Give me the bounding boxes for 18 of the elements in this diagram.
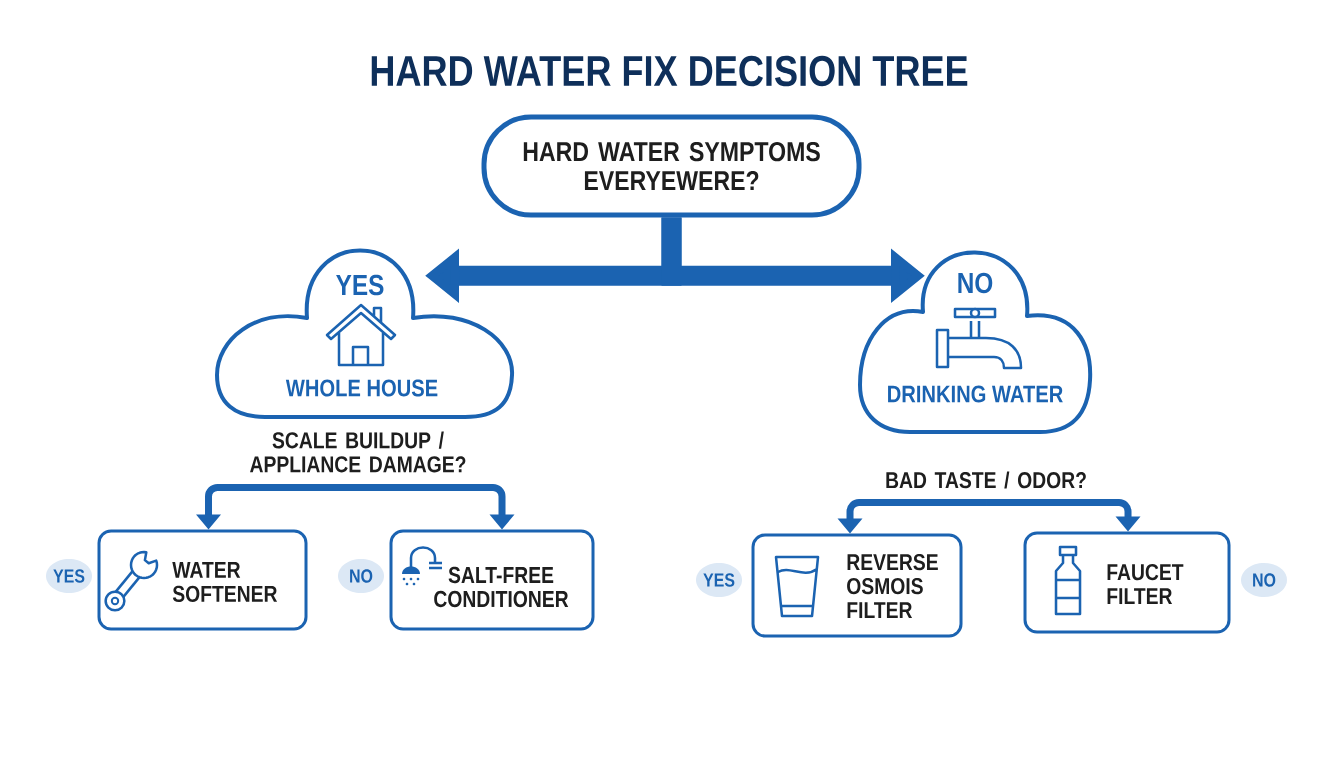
result-box: FAUCET FILTER	[1023, 531, 1231, 634]
node-label: WHOLE HOUSE	[285, 379, 438, 397]
result-box: REVERSE OSMOIS FILTER	[751, 533, 963, 638]
node-label: YES	[336, 274, 384, 296]
node-label: DRINKING WATER	[888, 385, 1063, 403]
result-box: SALT-FREE CONDITIONER	[389, 529, 595, 631]
answer-badge: YES	[696, 563, 742, 597]
answer-cloud: NO DRINKING WATER	[858, 250, 1093, 434]
result-box: WATER SOFTENER	[97, 529, 308, 631]
answer-badge: YES	[46, 559, 92, 593]
question-text: BAD TASTE / ODOR?	[886, 471, 1086, 489]
answer-cloud: YES WHOLE HOUSE	[215, 248, 514, 419]
title: HARD WATER FIX DECISION TREE	[371, 55, 968, 87]
question-box: HARD WATER SYMPTOMS EVERYEWERE?	[481, 114, 862, 218]
node-label: NO	[958, 272, 993, 294]
answer-badge: NO	[1241, 563, 1287, 597]
question-text: SCALE BUILDUP / APPLIANCE DAMAGE?	[250, 431, 466, 473]
answer-badge: NO	[338, 559, 384, 593]
